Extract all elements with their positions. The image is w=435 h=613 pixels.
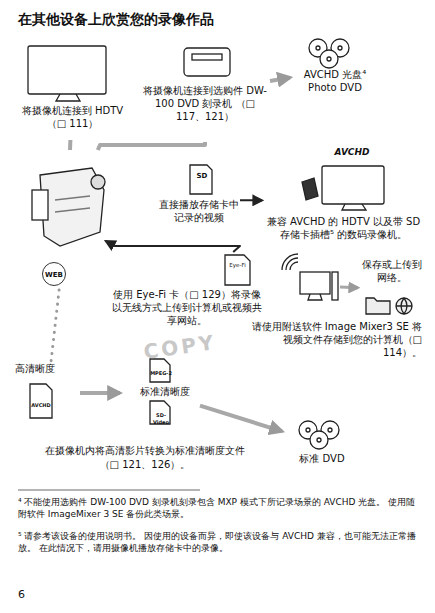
caption: 将摄像机连接到选购件 DW-100 DVD 刻录机 （□ 117、121） xyxy=(140,84,270,123)
connector xyxy=(80,391,120,395)
connector xyxy=(98,142,205,150)
dvd-writer-node: 将摄像机连接到选购件 DW-100 DVD 刻录机 （□ 117、121） xyxy=(140,42,270,142)
conversion-caption: 在摄像机内将高清影片转换为标准清晰度文件 （□ 121、126）。 xyxy=(40,444,250,471)
tv-screen xyxy=(28,46,106,94)
caption: 保存或上传到网络。 xyxy=(358,258,426,284)
caption: 使用 Eye-Fi 卡（□ 129）将录像以无线方式上传到计算机或视频共享网站。 xyxy=(112,288,262,327)
network-node: 保存或上传到网络。 xyxy=(358,258,426,320)
wireless-waves xyxy=(282,254,298,270)
connector xyxy=(270,78,290,81)
connector xyxy=(200,406,282,432)
caption: 请使用附送软件 Image Mixer3 SE 将视频文件存储到您的计算机（□ … xyxy=(242,320,422,359)
footnote-rule xyxy=(18,490,200,491)
footnote: ⁴ 不能使用选购件 DW-100 DVD 刻录机刻录包含 MXP 模式下所记录场… xyxy=(18,496,423,520)
badge-label: WEB xyxy=(42,262,66,286)
file-icon xyxy=(30,384,52,418)
watermark: COPY xyxy=(134,328,227,367)
icon-label: AVCHD xyxy=(29,402,53,409)
icon-label: MPEG-2 xyxy=(149,370,173,377)
tv-stand xyxy=(56,94,80,101)
sd-card xyxy=(190,165,212,194)
icon-label: SD-Video xyxy=(149,412,173,425)
dvd-writer xyxy=(184,48,230,76)
eye-fi-node: Eye-Fi 使用 Eye-Fi 卡（□ 129）将录像以无线方式上传到计算机或视… xyxy=(112,252,262,334)
caption: 高清晰度 xyxy=(15,362,80,375)
caption: 标准 DVD xyxy=(282,452,362,465)
inserted-card xyxy=(302,178,318,200)
caption: 标准清晰度 xyxy=(130,385,200,398)
hdtv-node: AVCHD 兼容 AVCHD 的 HDTV 以及带 SD 存储卡插槽⁵ 的数码录像… xyxy=(262,145,425,257)
pc-tower xyxy=(332,272,338,300)
sd-card-node: SD 直接播放存储卡中记录的视频 xyxy=(158,160,240,240)
camcorder-node: WEB xyxy=(28,150,106,290)
dvd-node: 标准 DVD xyxy=(282,418,362,470)
tv-node: 将摄像机连接到 HDTV（□ 111） xyxy=(15,42,130,140)
icon-label: Eye-Fi xyxy=(225,262,250,269)
caption: 直接播放存储卡中记录的视频 xyxy=(158,198,240,224)
folder-icon xyxy=(366,298,390,314)
monitor xyxy=(300,272,330,294)
connector xyxy=(240,199,262,201)
eye-fi-card xyxy=(225,255,250,285)
connector xyxy=(106,241,240,252)
connector xyxy=(340,286,358,290)
connector xyxy=(51,290,59,362)
footnote: ⁵ 请参考该设备的使用说明书。 因使用的设备而异，即使该设备与 AVCHD 兼容… xyxy=(18,530,423,554)
camcorder xyxy=(32,168,105,246)
connector xyxy=(68,140,72,150)
globe-icon xyxy=(396,298,412,314)
sd-file-node: MPEG-2 标准清晰度 SD-Video xyxy=(120,358,200,428)
computer-node: 请使用附送软件 Image Mixer3 SE 将视频文件存储到您的计算机（□ … xyxy=(282,262,340,310)
icon-label: SD xyxy=(191,172,213,181)
disc-node: AVCHD 光盘⁴ Photo DVD xyxy=(290,34,380,106)
page-number: 6 xyxy=(18,588,48,603)
hdtv xyxy=(322,166,384,204)
caption: 兼容 AVCHD 的 HDTV 以及带 SD 存储卡插槽⁵ 的数码录像机。 xyxy=(262,215,425,241)
caption: 将摄像机连接到 HDTV（□ 111） xyxy=(15,104,130,130)
dvd-slot xyxy=(192,54,222,60)
caption: AVCHD 光盘⁴ Photo DVD xyxy=(290,68,380,94)
hd-file-node: 高清晰度 AVCHD xyxy=(15,362,80,424)
page-title: 在其他设备上欣赏您的录像作品 xyxy=(18,10,418,28)
icon-label: AVCHD xyxy=(322,147,382,159)
